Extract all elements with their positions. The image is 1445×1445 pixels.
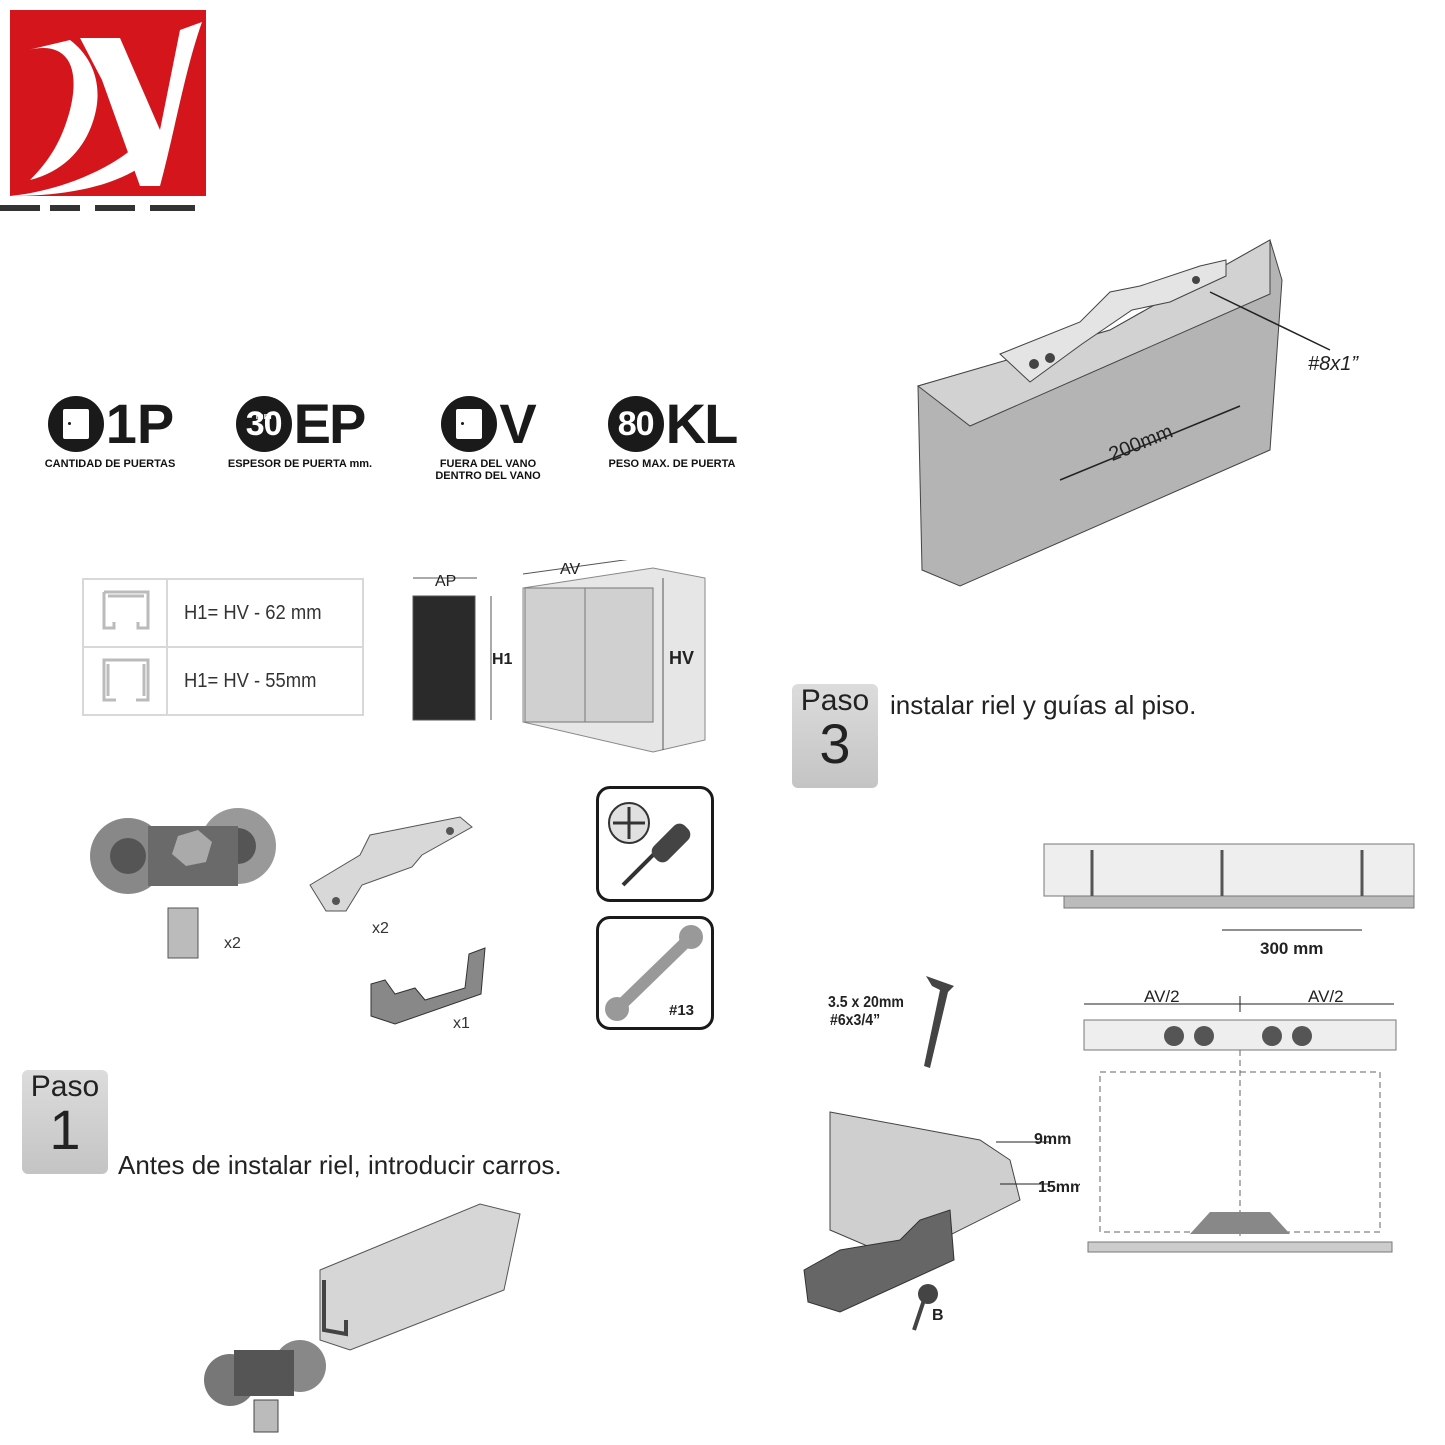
hv-label: HV (669, 648, 694, 668)
screw-dim-line1: 3.5 x 20mm (828, 994, 904, 1011)
brand-logo (10, 10, 206, 196)
height-formula-table: H1= HV - 62 mm H1= HV - 55mm (82, 578, 364, 716)
spec-caption: DENTRO DEL VANO (435, 470, 541, 482)
door-icon (441, 396, 498, 452)
bracket-qty: x2 (372, 920, 389, 937)
spec-caption: FUERA DEL VANO (439, 458, 537, 470)
carriage-qty: x2 (224, 935, 241, 952)
av-label: AV (560, 561, 580, 578)
carriage-part: x2 (90, 808, 276, 959)
step3-text: instalar riel y guías al piso. (890, 690, 1197, 720)
screw-b-label: B (932, 1307, 944, 1324)
floor-guide-illustration: 9mm 15mm B (803, 1111, 1080, 1331)
depth-label: 15mm (1038, 1179, 1080, 1196)
bracket-part: x2 (309, 816, 473, 937)
guide-qty: x1 (453, 1015, 470, 1032)
screw-icon (924, 976, 954, 1068)
screwdriver-tool (596, 786, 714, 902)
door-icon (47, 396, 104, 452)
weight-circle-icon: 80 (607, 396, 664, 452)
screw-dim-line2: #6x3/4” (830, 1012, 881, 1029)
step1-rail-illustration (204, 1203, 521, 1433)
half-right-label: AV/2 (1308, 990, 1344, 1006)
table-row: H1= HV - 62 mm (84, 580, 362, 646)
spec-caption: ESPESOR DE PUERTA mm. (227, 458, 373, 470)
rail-spacing-illustration: 300 mm (1043, 843, 1415, 958)
spec-caption: PESO MAX. DE PUERTA (608, 458, 736, 470)
step1-text: Antes de instalar riel, introducir carro… (118, 1150, 562, 1180)
door-top-mounting-illustration: #8x1” 200mm (916, 239, 1359, 587)
step1-badge: Paso 1 (22, 1070, 108, 1174)
rail-profile-icon (102, 658, 150, 702)
ap-label: AP (435, 573, 456, 590)
spec-installation: V FUERA DEL VANO DENTRO DEL VANO (388, 392, 588, 482)
rail-profile-icon (102, 590, 150, 630)
half-left-label: AV/2 (1144, 990, 1180, 1006)
door-dimension-diagram: AP H1 AV HV (412, 560, 706, 753)
wrench-tool: #13 (596, 916, 714, 1030)
step3-badge: Paso 3 (792, 684, 878, 788)
door-halves-illustration: AV/2 AV/2 (1083, 990, 1397, 1253)
logo-underline (0, 202, 210, 212)
wrench-size: #13 (669, 1002, 694, 1019)
screw-size-label: #8x1” (1308, 353, 1359, 375)
spec-caption: CANTIDAD DE PUERTAS (44, 458, 176, 470)
h1-label: H1 (492, 651, 513, 668)
table-row: H1= HV - 55mm (84, 646, 362, 714)
floor-guide-part: x1 (370, 947, 486, 1032)
spacing-label: 300 mm (1260, 939, 1323, 958)
gap-label: 9mm (1034, 1131, 1071, 1148)
